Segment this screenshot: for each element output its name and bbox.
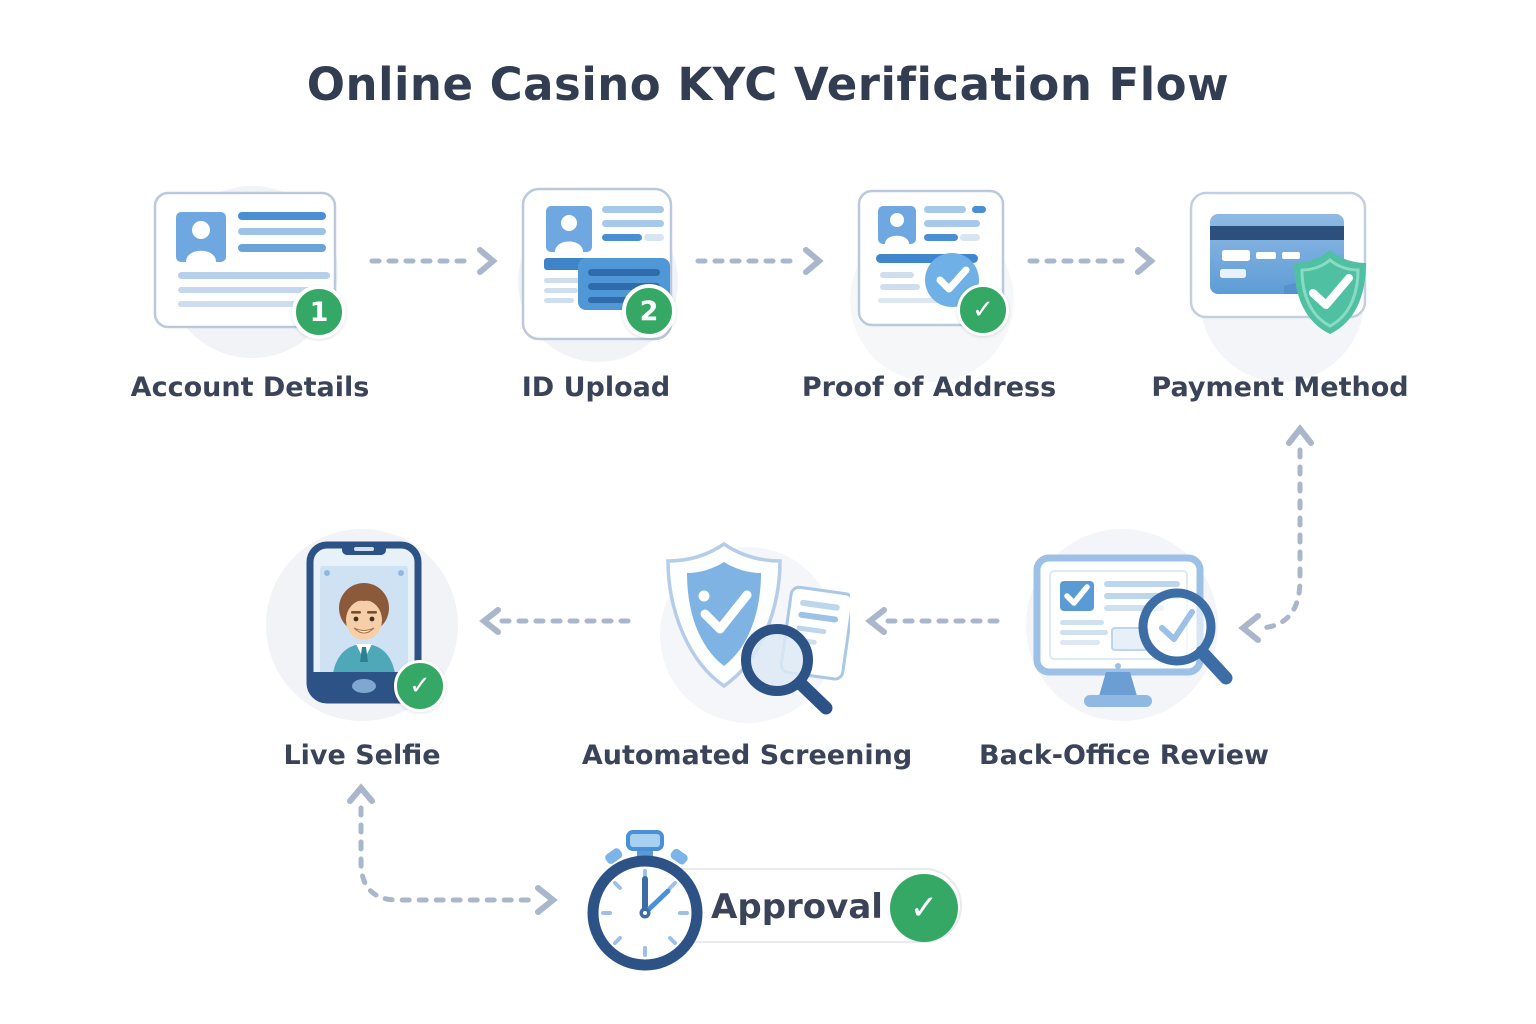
shield-scan-magnifier-icon [666,541,850,715]
clock-ticks [601,869,689,957]
step-2-number: 2 [639,295,659,327]
step-label-back-office-review: Back-Office Review [979,740,1269,771]
step-label-payment-method: Payment Method [1151,372,1409,403]
avatar [546,206,592,252]
arrow-backoffice-to-screening [865,607,1005,635]
clock-hands [639,876,671,919]
arrow-screening-to-selfie [479,607,631,635]
step-label-account-details: Account Details [130,372,370,403]
avatar [878,206,916,244]
stopwatch-icon [587,830,703,971]
step-1-badge: 1 [292,285,346,339]
arrow-proof-to-payment [1027,247,1156,275]
avatar [176,212,226,262]
step-label-id-upload: ID Upload [521,372,671,403]
selfie-phone-icon [306,541,422,704]
magnifier-icon [741,624,833,715]
selfie-face [320,566,408,676]
shield [666,541,782,689]
page-title: Online Casino KYC Verification Flow [306,58,1230,111]
text-lines [178,212,330,307]
id-card-icon [153,191,337,329]
step-label-live-selfie: Live Selfie [283,740,441,771]
arrow-account-to-idupload [369,247,498,275]
step-label-proof-of-address: Proof of Address [801,372,1057,403]
approval-label: Approval [711,887,883,927]
magnifier-icon [1138,588,1233,685]
credit-card-shield-icon [1189,191,1367,334]
monitor-review-magnifier-icon [1033,554,1233,707]
step-1-number: 1 [309,296,329,328]
live-selfie-check-badge: ✓ [394,660,446,712]
approval-check-badge: ✓ [890,874,958,942]
connector-selfie-to-approval [347,783,558,915]
step-3-check-badge: ✓ [957,284,1009,336]
check-icon: ✓ [972,295,994,325]
check-icon: ✓ [909,888,939,928]
check-icon: ✓ [409,671,431,701]
step-label-automated-screening: Automated Screening [581,740,913,771]
connector-payment-to-backoffice [1238,424,1314,643]
step-2-badge: 2 [622,284,676,338]
arrow-idupload-to-proof [695,247,824,275]
shield-check [1294,250,1366,334]
